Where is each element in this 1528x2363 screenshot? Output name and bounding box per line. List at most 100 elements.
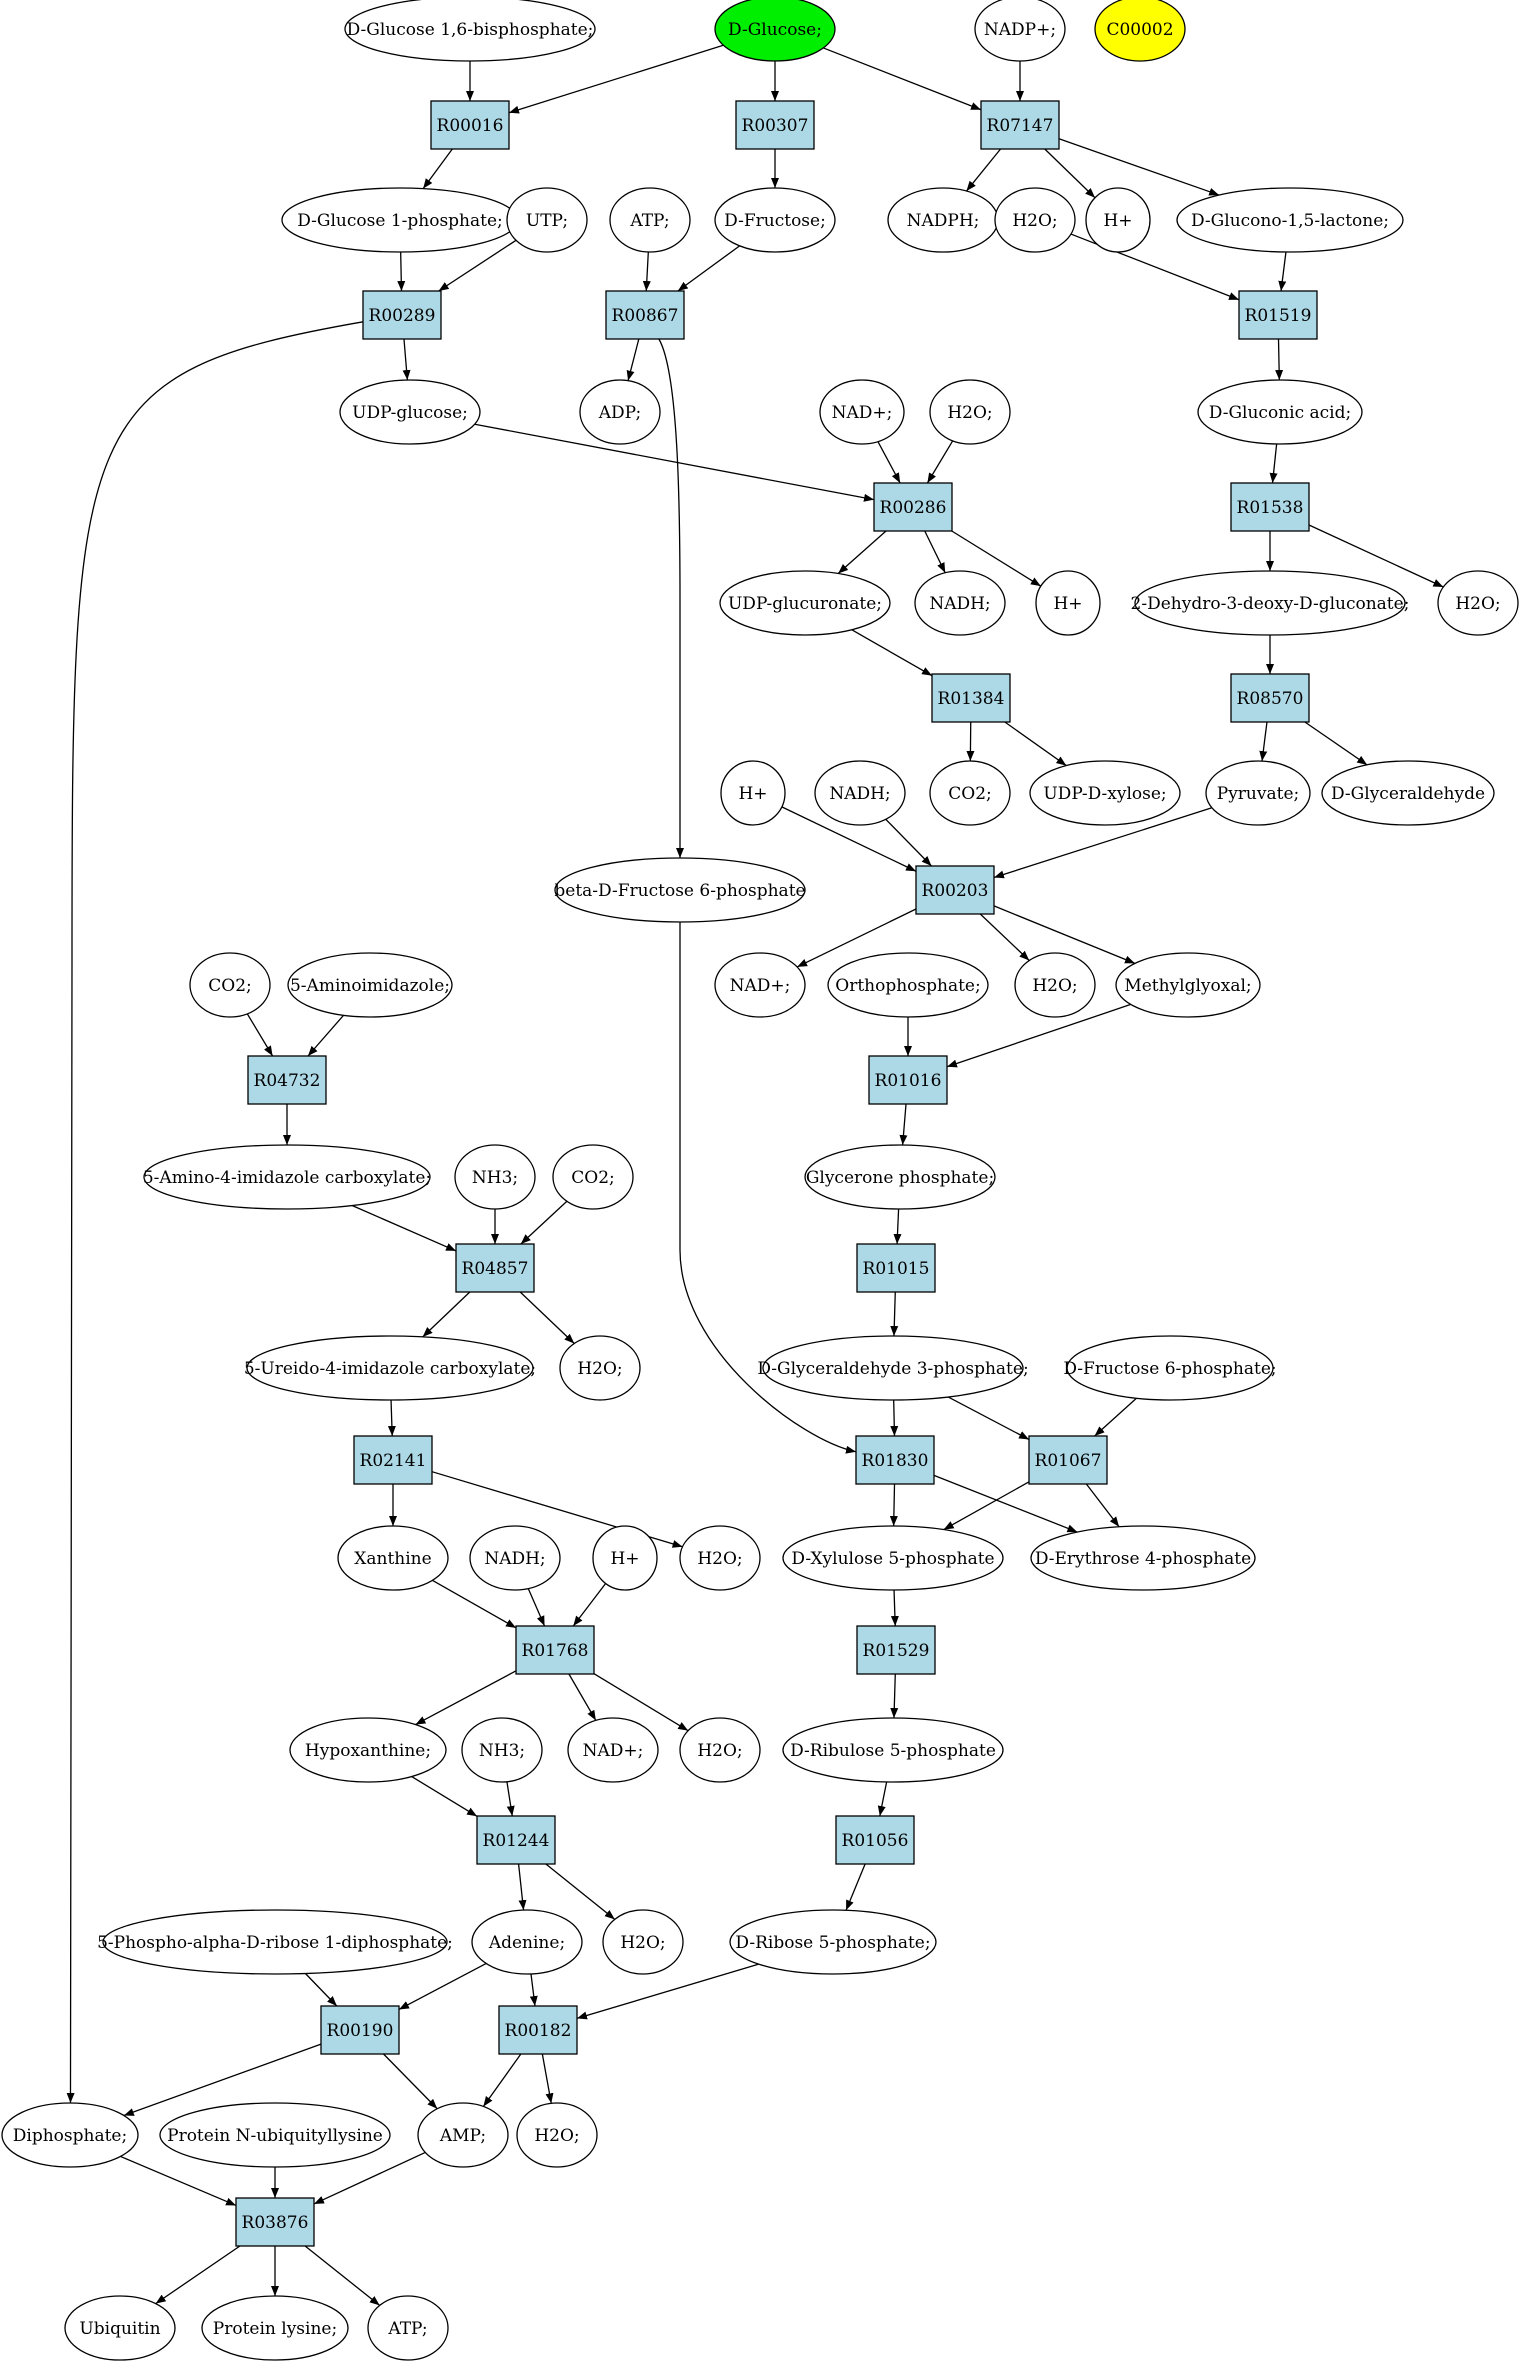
compound-node-ubiquitin[interactable]: Ubiquitin [64, 2295, 176, 2361]
compound-node-udpglcur[interactable]: UDP-glucuronate; [719, 570, 891, 636]
reaction-node-r04857[interactable]: R04857 [455, 1243, 535, 1293]
compound-node-nadh3[interactable]: NADH; [469, 1525, 561, 1591]
reaction-label: R01015 [863, 1259, 930, 1279]
reaction-node-r01384[interactable]: R01384 [931, 673, 1011, 723]
compound-node-dxyl5p[interactable]: D-Xylulose 5-phosphate [782, 1525, 1004, 1591]
compound-node-h2o3[interactable]: H2O; [1437, 570, 1519, 636]
compound-node-nadh1[interactable]: NADH; [914, 570, 1006, 636]
compound-label: D-Glyceraldehyde 3-phosphate; [757, 1359, 1028, 1379]
compound-node-h2o4[interactable]: H2O; [1014, 952, 1096, 1018]
compound-node-utp[interactable]: UTP; [506, 187, 588, 253]
compound-node-hplus4[interactable]: H+ [592, 1525, 658, 1591]
compound-node-nad3[interactable]: NAD+; [567, 1717, 659, 1783]
compound-node-nadp[interactable]: NADP+; [974, 0, 1066, 62]
compound-label: D-Ribose 5-phosphate; [735, 1933, 930, 1953]
compound-node-glucono[interactable]: D-Glucono-1,5-lactone; [1176, 187, 1404, 253]
compound-node-prpp[interactable]: 5-Phospho-alpha-D-ribose 1-diphosphate; [97, 1909, 453, 1975]
reaction-node-r00867[interactable]: R00867 [605, 290, 685, 340]
reaction-node-r01830[interactable]: R01830 [855, 1435, 935, 1485]
compound-node-amp[interactable]: AMP; [417, 2102, 509, 2168]
reaction-node-r00190[interactable]: R00190 [320, 2005, 400, 2055]
compound-node-c00002[interactable]: C00002 [1094, 0, 1186, 62]
compound-node-udpglc[interactable]: UDP-glucose; [339, 379, 481, 445]
reaction-node-r01538[interactable]: R01538 [1230, 482, 1310, 532]
compound-node-co2b[interactable]: CO2; [189, 952, 271, 1018]
compound-node-dfru6p[interactable]: D-Fructose 6-phosphate; [1063, 1335, 1277, 1401]
compound-node-adenine[interactable]: Adenine; [471, 1909, 583, 1975]
compound-node-dglc16bp[interactable]: D-Glucose 1,6-bisphosphate; [344, 0, 596, 62]
compound-node-atp1[interactable]: ATP; [609, 187, 691, 253]
compound-node-adp[interactable]: ADP; [579, 379, 661, 445]
compound-node-nadph[interactable]: NADPH; [887, 187, 999, 253]
compound-node-atp2[interactable]: ATP; [367, 2295, 449, 2361]
reaction-node-r00289[interactable]: R00289 [362, 290, 442, 340]
compound-node-h2o5[interactable]: H2O; [559, 1335, 641, 1401]
reaction-node-r01016[interactable]: R01016 [868, 1055, 948, 1105]
compound-node-dglc1p[interactable]: D-Glucose 1-phosphate; [281, 187, 519, 253]
reaction-node-r01056[interactable]: R01056 [835, 1815, 915, 1865]
compound-node-h2o8[interactable]: H2O; [602, 1909, 684, 1975]
reaction-node-r00182[interactable]: R00182 [498, 2005, 578, 2055]
reaction-node-r04732[interactable]: R04732 [247, 1055, 327, 1105]
reaction-node-r01067[interactable]: R01067 [1028, 1435, 1108, 1485]
reaction-node-r01244[interactable]: R01244 [476, 1815, 556, 1865]
compound-node-nadh2[interactable]: NADH; [814, 760, 906, 826]
edge-R00286-to-nadh1 [924, 530, 946, 574]
compound-node-hplus2[interactable]: H+ [1035, 570, 1101, 636]
compound-node-h2o6[interactable]: H2O; [679, 1525, 761, 1591]
reaction-node-r01519[interactable]: R01519 [1238, 290, 1318, 340]
reaction-node-r03876[interactable]: R03876 [235, 2197, 315, 2247]
compound-node-h2o7[interactable]: H2O; [679, 1717, 761, 1783]
compound-node-h2o9[interactable]: H2O; [516, 2102, 598, 2168]
compound-ellipse [679, 1717, 761, 1783]
compound-node-dga3p[interactable]: D-Glyceraldehyde 3-phosphate; [757, 1335, 1029, 1401]
compound-node-xanthine[interactable]: Xanthine [337, 1525, 449, 1591]
reaction-box [235, 2197, 315, 2247]
compound-node-dehydro[interactable]: 2-Dehydro-3-deoxy-D-gluconate; [1131, 570, 1410, 636]
compound-node-aminoimidcarb[interactable]: 5-Amino-4-imidazole carboxylate; [143, 1144, 431, 1210]
edge-nad1-to-R00286 [877, 441, 901, 484]
compound-node-glycerone[interactable]: Glycerone phosphate; [804, 1144, 996, 1210]
reaction-node-r00203[interactable]: R00203 [915, 865, 995, 915]
compound-node-dfructose[interactable]: D-Fructose; [714, 187, 836, 253]
compound-node-dery4p[interactable]: D-Erythrose 4-phosphate [1030, 1525, 1256, 1591]
compound-node-protub[interactable]: Protein N-ubiquityllysine [159, 2102, 391, 2168]
compound-node-dglucose[interactable]: D-Glucose; [714, 0, 836, 62]
compound-node-drib5p[interactable]: D-Ribose 5-phosphate; [729, 1909, 937, 1975]
compound-node-hplus3[interactable]: H+ [720, 760, 786, 826]
edge-pyruvate-to-R00203 [993, 807, 1213, 879]
compound-node-bfru6p[interactable]: beta-D-Fructose 6-phosphate [554, 857, 806, 923]
compound-node-gluconic[interactable]: D-Gluconic acid; [1197, 379, 1363, 445]
compound-node-co2a[interactable]: CO2; [929, 760, 1011, 826]
reaction-node-r08570[interactable]: R08570 [1230, 673, 1310, 723]
compound-node-pyruvate[interactable]: Pyruvate; [1205, 760, 1311, 826]
compound-node-nh3b[interactable]: NH3; [461, 1717, 543, 1783]
reaction-node-r07147[interactable]: R07147 [980, 100, 1060, 150]
compound-node-nh3a[interactable]: NH3; [454, 1144, 536, 1210]
compound-ellipse [344, 0, 596, 62]
compound-node-aminoimid[interactable]: 5-Aminoimidazole; [287, 952, 453, 1018]
compound-node-h2o2[interactable]: H2O; [929, 379, 1011, 445]
compound-node-nad1[interactable]: NAD+; [819, 379, 905, 445]
compound-node-protlys[interactable]: Protein lysine; [201, 2295, 349, 2361]
compound-node-ureido[interactable]: 5-Ureido-4-imidazole carboxylate; [244, 1335, 536, 1401]
compound-node-co2c[interactable]: CO2; [552, 1144, 634, 1210]
compound-node-h2o1[interactable]: H2O; [994, 187, 1076, 253]
reaction-node-r00286[interactable]: R00286 [873, 482, 953, 532]
reaction-node-r01529[interactable]: R01529 [856, 1625, 936, 1675]
reaction-node-r00016[interactable]: R00016 [430, 100, 510, 150]
compound-node-hypox[interactable]: Hypoxanthine; [289, 1717, 447, 1783]
compound-node-ortho[interactable]: Orthophosphate; [827, 952, 989, 1018]
reaction-node-r02141[interactable]: R02141 [353, 1435, 433, 1485]
reaction-node-r00307[interactable]: R00307 [735, 100, 815, 150]
compound-node-nad2[interactable]: NAD+; [714, 952, 806, 1018]
edge-dglucose-to-R00016 [508, 44, 724, 114]
compound-node-diphos[interactable]: Diphosphate; [1, 2102, 139, 2168]
compound-node-udpxyl[interactable]: UDP-D-xylose; [1029, 760, 1181, 826]
compound-node-dribul5p[interactable]: D-Ribulose 5-phosphate [782, 1717, 1004, 1783]
reaction-node-r01015[interactable]: R01015 [856, 1243, 936, 1293]
compound-node-methylg[interactable]: Methylglyoxal; [1115, 952, 1261, 1018]
reaction-node-r01768[interactable]: R01768 [515, 1625, 595, 1675]
compound-node-hplus1[interactable]: H+ [1085, 187, 1151, 253]
compound-node-dglyald[interactable]: D-Glyceraldehyde [1321, 760, 1495, 826]
